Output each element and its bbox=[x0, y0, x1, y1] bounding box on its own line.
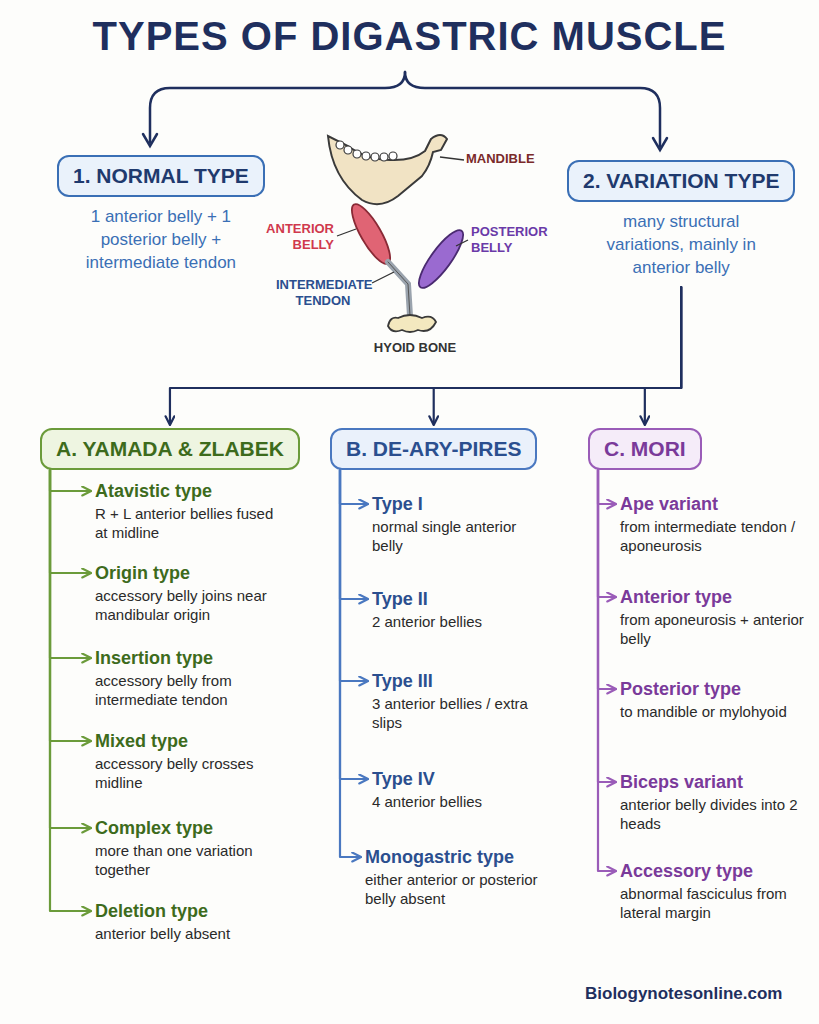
box-heading: 2. VARIATION TYPE bbox=[583, 169, 779, 193]
variant-name: Complex type bbox=[95, 817, 287, 839]
connector-arrow bbox=[50, 470, 90, 828]
variant-description: 4 anterior bellies bbox=[372, 792, 547, 811]
connector-arrow bbox=[598, 470, 615, 597]
connector-arrow bbox=[170, 287, 681, 424]
variant-description: from intermediate tendon / aponeurosis bbox=[620, 517, 806, 555]
connector-arrow bbox=[434, 287, 682, 424]
part-label: POSTERIOR BELLY bbox=[471, 224, 555, 256]
variant-name: Monogastric type bbox=[365, 846, 555, 868]
watermark: Biologynotesonline.com bbox=[585, 984, 810, 1004]
connector-arrow bbox=[50, 470, 90, 911]
classification-box: C. MORI bbox=[588, 428, 702, 470]
variant-description: from aponeurosis + anterior belly bbox=[620, 610, 806, 648]
box-heading: 1. NORMAL TYPE bbox=[73, 164, 249, 188]
connector-arrow bbox=[340, 470, 367, 599]
variant-entry: Complex typemore than one variation toge… bbox=[95, 817, 287, 879]
variant-name: Accessory type bbox=[620, 860, 806, 882]
variant-name: Biceps variant bbox=[620, 771, 806, 793]
variant-entry: Type Inormal single anterior belly bbox=[372, 493, 547, 555]
variant-entry: Ape variantfrom intermediate tendon / ap… bbox=[620, 493, 806, 555]
variant-name: Ape variant bbox=[620, 493, 806, 515]
variant-entry: Insertion typeaccessory belly from inter… bbox=[95, 647, 287, 709]
classification-box: B. DE-ARY-PIRES bbox=[330, 428, 537, 470]
connector-arrow bbox=[340, 470, 367, 504]
variant-description: 2 anterior bellies bbox=[372, 612, 547, 631]
variant-description: accessory belly from intermediate tendon bbox=[95, 671, 287, 709]
part-label: ANTERIOR BELLY bbox=[262, 221, 334, 253]
type-box: 1. NORMAL TYPE1 anterior belly + 1 poste… bbox=[57, 155, 265, 197]
variant-description: normal single anterior belly bbox=[372, 517, 547, 555]
variant-name: Type I bbox=[372, 493, 547, 515]
variant-description: abnormal fasciculus from lateral margin bbox=[620, 884, 806, 922]
variant-entry: Monogastric typeeither anterior or poste… bbox=[365, 846, 555, 908]
variant-entry: Posterior type to mandible or mylohyoid bbox=[620, 678, 806, 721]
variant-entry: Accessory typeabnormal fasciculus from l… bbox=[620, 860, 806, 922]
connector-arrow bbox=[598, 470, 615, 504]
variant-entry: Type IV 4 anterior bellies bbox=[372, 768, 547, 811]
box-description: many structural variations, mainly in an… bbox=[586, 210, 776, 279]
variant-name: Mixed type bbox=[95, 730, 287, 752]
connector-arrow bbox=[50, 470, 90, 658]
variant-entry: Anterior typefrom aponeurosis + anterior… bbox=[620, 586, 806, 648]
connector-arrow bbox=[598, 470, 615, 782]
variant-description: to mandible or mylohyoid bbox=[620, 702, 806, 721]
variant-entry: Deletion type anterior belly absent bbox=[95, 900, 287, 943]
variant-name: Atavistic type bbox=[95, 480, 287, 502]
box-description: 1 anterior belly + 1 posterior belly + i… bbox=[66, 205, 256, 274]
variant-name: Origin type bbox=[95, 562, 287, 584]
variant-entry: Origin typeaccessory belly joins near ma… bbox=[95, 562, 287, 624]
connector-arrow bbox=[50, 470, 90, 573]
part-label: MANDIBLE bbox=[466, 151, 576, 167]
variant-description: R + L anterior bellies fused at midline bbox=[95, 504, 287, 542]
variant-name: Deletion type bbox=[95, 900, 287, 922]
classification-heading: A. YAMADA & ZLABEK bbox=[56, 437, 284, 461]
connector-arrow bbox=[50, 470, 90, 741]
diagram-title: TYPES OF DIGASTRIC MUSCLE bbox=[0, 14, 819, 59]
variant-name: Type IV bbox=[372, 768, 547, 790]
connector-arrow bbox=[598, 470, 615, 689]
variant-name: Insertion type bbox=[95, 647, 287, 669]
part-label: INTERMEDIATE TENDON bbox=[276, 277, 370, 309]
variant-name: Type III bbox=[372, 670, 547, 692]
variant-name: Anterior type bbox=[620, 586, 806, 608]
connector-arrow bbox=[340, 470, 367, 779]
connector-arrow bbox=[50, 470, 90, 491]
variant-description: accessory belly joins near mandibular or… bbox=[95, 586, 287, 624]
classification-box: A. YAMADA & ZLABEK bbox=[40, 428, 300, 470]
connector-arrow bbox=[340, 470, 360, 857]
variant-entry: Atavistic typeR + L anterior bellies fus… bbox=[95, 480, 287, 542]
variant-entry: Type II 2 anterior bellies bbox=[372, 588, 547, 631]
connector-arrow bbox=[340, 470, 367, 681]
type-box: 2. VARIATION TYPEmany structural variati… bbox=[567, 160, 795, 202]
connector-arrow bbox=[645, 287, 681, 424]
connector-arrow bbox=[598, 470, 615, 871]
variant-description: 3 anterior bellies / extra slips bbox=[372, 694, 547, 732]
variant-description: anterior belly divides into 2 heads bbox=[620, 795, 806, 833]
title-brace bbox=[143, 72, 667, 150]
variant-description: accessory belly crosses midline bbox=[95, 754, 287, 792]
classification-heading: B. DE-ARY-PIRES bbox=[346, 437, 521, 461]
variant-entry: Mixed typeaccessory belly crosses midlin… bbox=[95, 730, 287, 792]
variant-description: more than one variation together bbox=[95, 841, 287, 879]
variant-entry: Type III3 anterior bellies / extra slips bbox=[372, 670, 547, 732]
part-label: HYOID BONE bbox=[360, 340, 470, 356]
classification-heading: C. MORI bbox=[604, 437, 686, 461]
variant-description: anterior belly absent bbox=[95, 924, 287, 943]
variant-name: Posterior type bbox=[620, 678, 806, 700]
variant-name: Type II bbox=[372, 588, 547, 610]
variant-entry: Biceps variantanterior belly divides int… bbox=[620, 771, 806, 833]
variant-description: either anterior or posterior belly absen… bbox=[365, 870, 555, 908]
